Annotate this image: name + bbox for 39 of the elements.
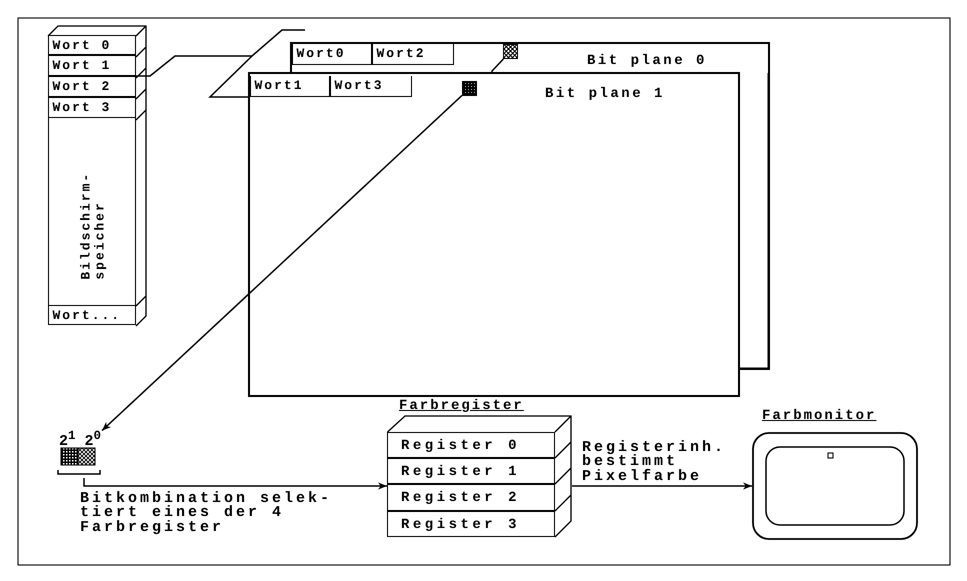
word-label: Wort 0 bbox=[52, 38, 112, 52]
register-slot bbox=[387, 511, 555, 537]
arrow bbox=[101, 94, 463, 432]
plane-title: Bit plane 0 bbox=[587, 54, 707, 68]
connector-line bbox=[491, 58, 504, 72]
register-name: Register 3 bbox=[401, 518, 520, 532]
bit-weights: 2$^{1}$ 2$^{0}$ bbox=[59, 430, 102, 449]
register-name: Register 1 bbox=[401, 465, 520, 479]
edge-label: Registerinh. bestimmt Pixelfarbe bbox=[582, 441, 728, 484]
memory-word-cell bbox=[48, 76, 136, 96]
heading: Farbmonitor bbox=[762, 409, 876, 423]
register-name: Register 0 bbox=[401, 439, 520, 453]
register-name: Register 2 bbox=[401, 491, 520, 505]
heading: Farbregister bbox=[399, 399, 524, 413]
pixel-cell bbox=[502, 44, 518, 58]
memory-word-cell bbox=[250, 76, 330, 96]
memory-word-cell bbox=[372, 44, 454, 64]
word-label: Wort 2 bbox=[52, 80, 112, 92]
arrow bbox=[572, 482, 752, 490]
memory-word-cell bbox=[48, 54, 136, 76]
word-label: Wort3 bbox=[334, 78, 384, 92]
word-label: Wort2 bbox=[376, 46, 426, 60]
register-slot bbox=[387, 484, 555, 511]
word-label: Wort 1 bbox=[52, 58, 112, 72]
word-label: Wort1 bbox=[254, 78, 304, 92]
word-label: Wort... bbox=[52, 308, 122, 322]
register-slot bbox=[387, 458, 555, 484]
memory-word-cell bbox=[292, 44, 372, 64]
pixel-cell bbox=[462, 80, 476, 96]
edge-label: Bitkombination selek- tiert eines der 4 Farbregister bbox=[80, 492, 334, 535]
register-slot bbox=[387, 432, 555, 458]
word-label: Wort 3 bbox=[52, 100, 112, 114]
connector-line bbox=[135, 29, 306, 98]
word-label: Wort0 bbox=[296, 46, 346, 60]
plane-title: Bit plane 1 bbox=[545, 87, 665, 101]
arrow bbox=[83, 478, 387, 490]
memory-word-cell bbox=[330, 76, 412, 96]
memory-word-cell bbox=[48, 96, 136, 118]
bit-plane-frame bbox=[248, 72, 740, 397]
